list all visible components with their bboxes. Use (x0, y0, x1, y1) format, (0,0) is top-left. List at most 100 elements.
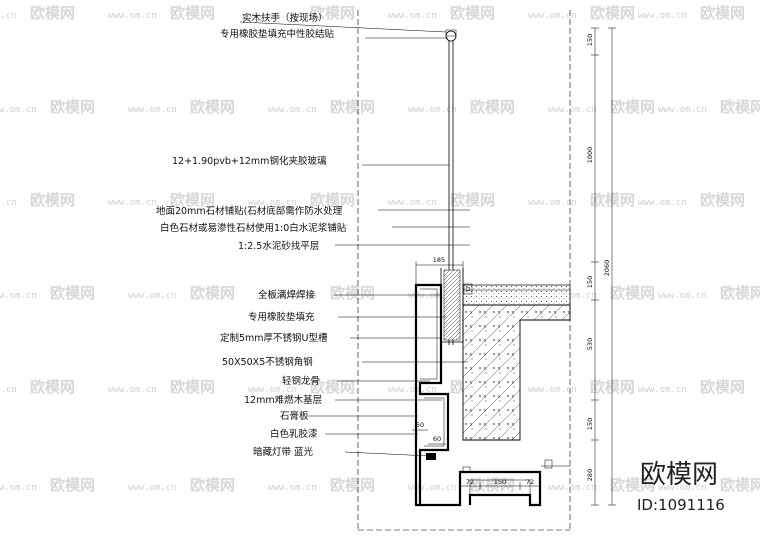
watermark-url: www.om.cn (548, 291, 597, 301)
watermark-url: www.om.cn (388, 11, 437, 21)
callout-labels: 实木扶手（按现场） 专用橡胶垫填充中性胶结贴 12+1.90pvb+12mm钢化… (156, 12, 347, 458)
watermark-url: www.om.cn (658, 105, 707, 115)
right-dimension-chain: 150 1000 150 530 150 280 2060 (586, 27, 616, 506)
watermark-url: www.om.cn (0, 198, 17, 208)
outer-cladding (414, 283, 450, 507)
watermark-brand: 欧模网 (310, 191, 355, 209)
watermark-url: www.om.cn (128, 105, 177, 115)
watermark-brand: 欧模网 (170, 378, 215, 396)
ceiling-hanger-right (544, 459, 553, 469)
watermark-url: www.om.cn (0, 483, 37, 493)
label-full-weld: 全板满焊焊接 (258, 289, 316, 301)
logo-title: 欧模网 (640, 460, 718, 490)
cladding-profile (414, 283, 570, 507)
dim-150-bottom: 150 (494, 478, 506, 486)
label-light-steel-keel: 轻钢龙骨 (282, 375, 320, 387)
watermark-url: www.om.cn (408, 291, 457, 301)
label-screed-layer: 1:2.5水泥砂找平层 (238, 240, 319, 252)
watermark-brand: 欧模网 (190, 284, 235, 302)
watermark-url: www.om.cn (388, 385, 437, 395)
ceiling-board (469, 479, 531, 496)
watermark-url: www.om.cn (248, 11, 297, 21)
inner-lining-upper (420, 288, 438, 380)
label-stone-paving: 地面20mm石材铺贴(石材底部需作防水处理 (156, 205, 343, 217)
watermark-url: www.om.cn (0, 105, 37, 115)
watermark-brand: 欧模网 (50, 476, 95, 494)
watermark-url: www.om.cn (548, 483, 597, 493)
label-latex-paint: 白色乳胶漆 (270, 428, 318, 440)
slot-dimensions: 50 60 (412, 421, 446, 445)
watermark-brand: 欧模网 (310, 4, 355, 22)
anchor-bolt (465, 286, 471, 292)
bolt-plate (463, 283, 473, 295)
watermark-url: www.om.cn (638, 385, 687, 395)
logo-id: ID:1091116 (637, 496, 725, 514)
concrete-slab (462, 304, 571, 441)
label-u-channel: 定制5mm厚不锈钢U型槽 (220, 332, 328, 344)
inner-lining-mid (424, 397, 445, 447)
label-led-strip: 暗藏灯带 蓝光 (253, 446, 314, 458)
steel-u-channel (440, 268, 473, 343)
watermark-url: www.om.cn (108, 198, 157, 208)
watermark-brand: 欧模网 (700, 378, 745, 396)
watermark-brand: 欧模网 (590, 4, 635, 22)
dim-150-mid: 150 (586, 276, 594, 288)
brand-logo: 欧模网 ID:1091116 (637, 460, 725, 514)
label-white-stone: 白色石材或易渗性石材使用1:0白水泥浆铺贴 (160, 222, 347, 234)
watermark-brand: 欧模网 (450, 4, 495, 22)
dim-50-text: 50 (416, 421, 424, 429)
watermark-brand: 欧模网 (590, 191, 635, 209)
watermark-url: www.om.cn (528, 11, 577, 21)
watermark-brand: 欧模网 (700, 191, 745, 209)
watermark-brand: 欧模网 (610, 284, 655, 302)
watermark-brand: 欧模网 (330, 284, 375, 302)
top-width-dimension: 185 (415, 256, 464, 285)
watermark-url: www.om.cn (408, 105, 457, 115)
watermark-brand: 欧模网 (50, 284, 95, 302)
watermark-url: www.om.cn (128, 483, 177, 493)
floor-slab (462, 284, 571, 441)
watermark-brand: 欧模网 (610, 476, 655, 494)
label-rubber-fill: 专用橡胶垫填充 (248, 311, 315, 323)
watermark-brand: 欧模网 (190, 98, 235, 116)
watermark-url: www.om.cn (408, 483, 457, 493)
led-strip (426, 453, 436, 460)
watermark-url: www.om.cn (638, 198, 687, 208)
label-wood-handrail: 实木扶手（按现场） (242, 12, 328, 24)
dim-150-low: 150 (586, 418, 594, 430)
watermark-brand: 欧模网 (450, 191, 495, 209)
ceiling-hanger-left (462, 466, 471, 473)
watermark-brand: 欧模网 (700, 4, 745, 22)
watermark-url: www.om.cn (658, 291, 707, 301)
dim-1000: 1000 (586, 147, 594, 164)
leader-14 (344, 451, 431, 457)
label-rubber-gasket-glue: 专用橡胶垫填充中性胶结贴 (220, 28, 335, 40)
watermark-brand: 欧模网 (720, 284, 760, 302)
stone-finish-layer (462, 284, 571, 306)
watermark-url: www.om.cn (268, 483, 317, 493)
watermark-url: www.om.cn (528, 198, 577, 208)
watermark-url: www.om.cn (248, 198, 297, 208)
label-laminated-glass: 12+1.90pvb+12mm钢化夹胶玻璃 (172, 155, 326, 167)
watermark-brand: 欧模网 (590, 378, 635, 396)
watermark-url: www.om.cn (248, 385, 297, 395)
leader-0 (239, 21, 447, 33)
dim-150-top: 150 (586, 34, 594, 46)
watermark-brand: 欧模网 (330, 476, 375, 494)
watermark-brand: 欧模网 (30, 191, 75, 209)
bottom-dimension-chain: 72 150 72 (459, 478, 541, 490)
watermark-brand: 欧模网 (470, 476, 515, 494)
label-fireproof-board: 12mm难燃木基层 (244, 394, 322, 406)
watermark-url: www.om.cn (128, 291, 177, 301)
watermark-brand: 欧模网 (720, 476, 760, 494)
dim-280: 280 (586, 469, 594, 481)
watermark-brand: 欧模网 (30, 4, 75, 22)
watermark-brand: 欧模网 (190, 476, 235, 494)
watermark-brand: 欧模网 (470, 98, 515, 116)
dim-530: 530 (586, 338, 594, 350)
dim-60-text: 60 (433, 435, 441, 443)
watermark-url: www.om.cn (268, 105, 317, 115)
rubber-fill (443, 269, 461, 341)
watermark-brand: 欧模网 (310, 378, 355, 396)
